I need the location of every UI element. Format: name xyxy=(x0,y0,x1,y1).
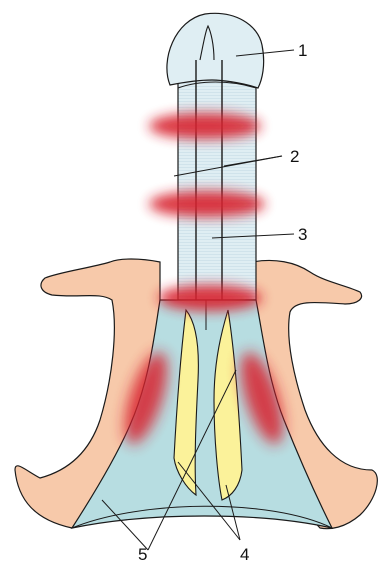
label-2: 2 xyxy=(290,147,299,166)
inflammation-band-2 xyxy=(149,191,265,217)
label-4: 4 xyxy=(240,545,249,564)
glans xyxy=(167,13,264,88)
label-5: 5 xyxy=(138,545,147,564)
inflammation-band-3 xyxy=(158,285,262,311)
inflammation-band-1 xyxy=(149,113,261,139)
label-3: 3 xyxy=(298,225,307,244)
label-1: 1 xyxy=(298,41,307,60)
penile-shaft xyxy=(178,70,256,300)
